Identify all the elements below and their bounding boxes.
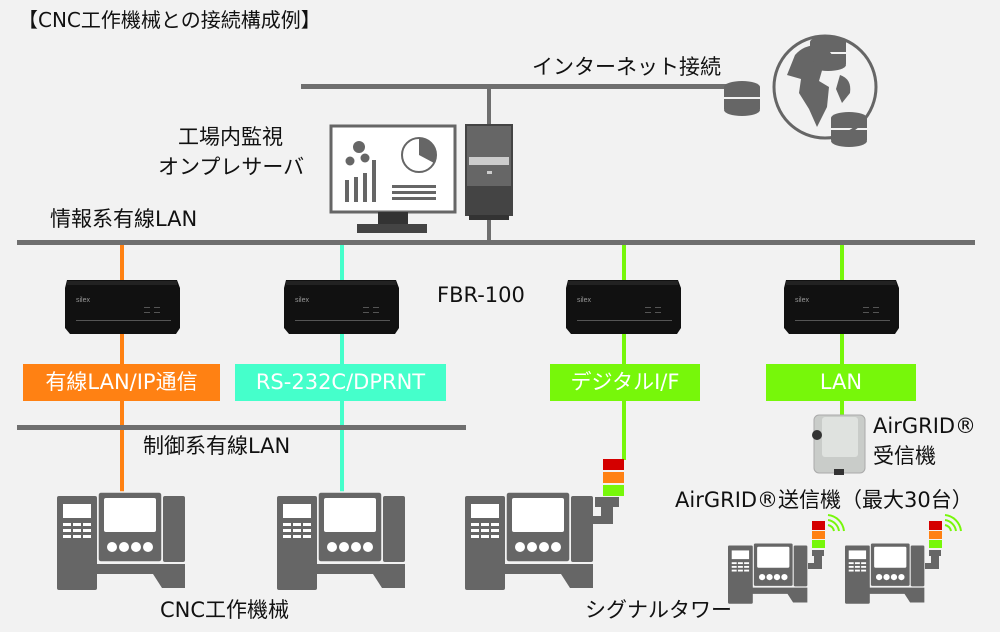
tower-green-light bbox=[603, 485, 624, 496]
diagram-title: 【CNC工作機械との接続構成例】 bbox=[18, 8, 321, 32]
signal-tower-caption: シグナルタワー bbox=[585, 598, 732, 622]
internet-label: インターネット接続 bbox=[532, 55, 721, 79]
internet-line bbox=[301, 84, 741, 89]
fbr100-device-1 bbox=[65, 280, 180, 334]
info-lan-line bbox=[17, 240, 975, 245]
cnc-machine-2 bbox=[276, 491, 406, 591]
tag-rs232c-dprnt: RS-232C/DPRNT bbox=[235, 364, 446, 401]
airgrid-transmitter-machine-1 bbox=[728, 543, 858, 613]
fbr100-label: FBR-100 bbox=[437, 283, 525, 307]
info-lan-label: 情報系有線LAN bbox=[50, 207, 198, 231]
cnc-machine-signal-tower bbox=[464, 459, 624, 591]
fbr100-device-4 bbox=[784, 280, 899, 334]
airgrid-receiver-icon bbox=[812, 414, 866, 475]
server-label-line1: 工場内監視 bbox=[178, 125, 283, 149]
tower-orange-light bbox=[603, 472, 624, 483]
server-label-line2: オンプレサーバ bbox=[158, 155, 305, 179]
airgrid-receiver-label-line2: 受信機 bbox=[873, 444, 936, 468]
fbr100-device-2 bbox=[284, 280, 399, 334]
connection-line-green-1 bbox=[622, 245, 626, 460]
monitor-dashboard-icon bbox=[329, 124, 457, 233]
tower-server-icon bbox=[465, 124, 513, 220]
airgrid-transmitter-label: AirGRID®送信機（最大30台） bbox=[675, 488, 973, 512]
airgrid-transmitter-machine-2 bbox=[845, 543, 975, 613]
tower-red-light bbox=[603, 459, 624, 470]
globe-database-icon bbox=[724, 34, 878, 147]
airgrid-receiver-label-line1: AirGRID® bbox=[873, 414, 977, 438]
tag-digital-if: デジタルI/F bbox=[550, 364, 700, 401]
control-lan-line bbox=[17, 425, 466, 430]
tag-wired-lan-ip: 有線LAN/IP通信 bbox=[23, 364, 220, 401]
fbr100-device-3 bbox=[566, 280, 681, 334]
control-lan-label: 制御系有線LAN bbox=[143, 434, 291, 458]
cnc-caption: CNC工作機械 bbox=[160, 598, 290, 622]
tag-lan: LAN bbox=[766, 364, 916, 401]
cnc-machine-1 bbox=[56, 491, 186, 591]
